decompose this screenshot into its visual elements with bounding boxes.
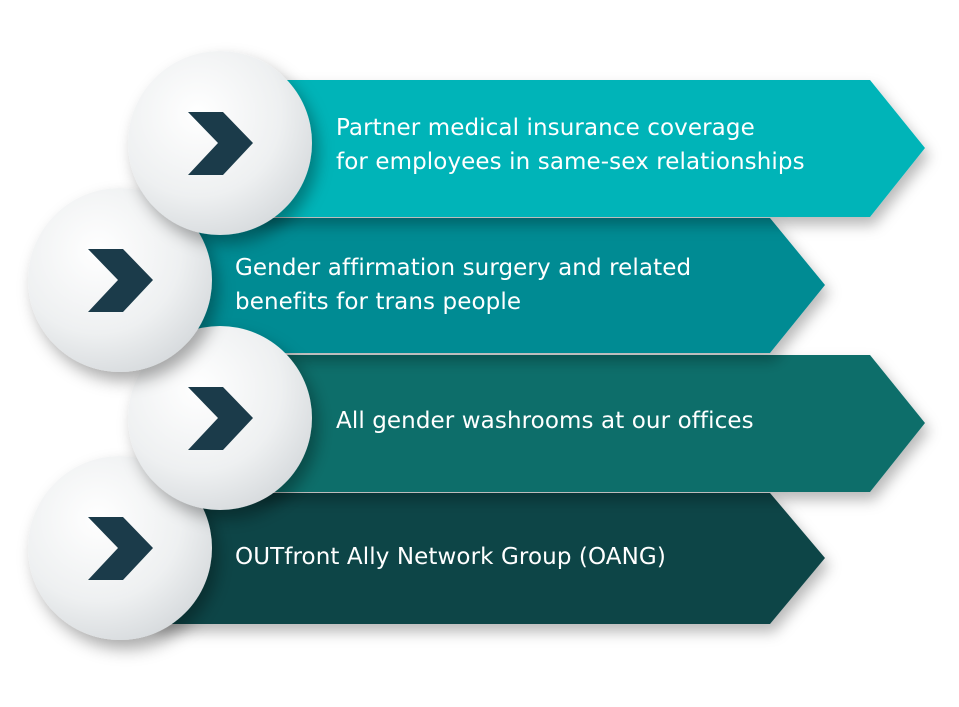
step-3-line-1: All gender washrooms at our offices: [336, 408, 754, 434]
band-step-3: [250, 355, 925, 492]
step-1-line-1: Partner medical insurance coverage: [336, 115, 755, 141]
step-2-line-1: Gender affirmation surgery and related: [235, 255, 692, 281]
step-2-line-2: benefits for trans people: [235, 289, 522, 315]
chevron-right-icon: [188, 387, 253, 450]
step-3-text: All gender washrooms at our offices: [336, 386, 754, 456]
step-4-line-1: OUTfront Ally Network Group (OANG): [235, 544, 666, 570]
step-1-line-2: for employees in same-sex relationships: [336, 149, 805, 175]
band-step-4: [150, 493, 825, 624]
chevron-right-icon: [88, 517, 153, 580]
step-1-circle: [128, 51, 312, 235]
band-step-2: [150, 218, 825, 353]
step-1-text: Partner medical insurance coverage for e…: [336, 110, 805, 180]
step-2-circle: [28, 188, 212, 372]
step-4-text: OUTfront Ally Network Group (OANG): [235, 522, 666, 592]
band-step-1: [250, 80, 925, 217]
step-3-circle: [128, 326, 312, 510]
chevron-right-icon: [188, 112, 253, 175]
step-4-circle: [28, 456, 212, 640]
step-2-text: Gender affirmation surgery and related b…: [235, 250, 691, 320]
chevron-right-icon: [88, 249, 153, 312]
